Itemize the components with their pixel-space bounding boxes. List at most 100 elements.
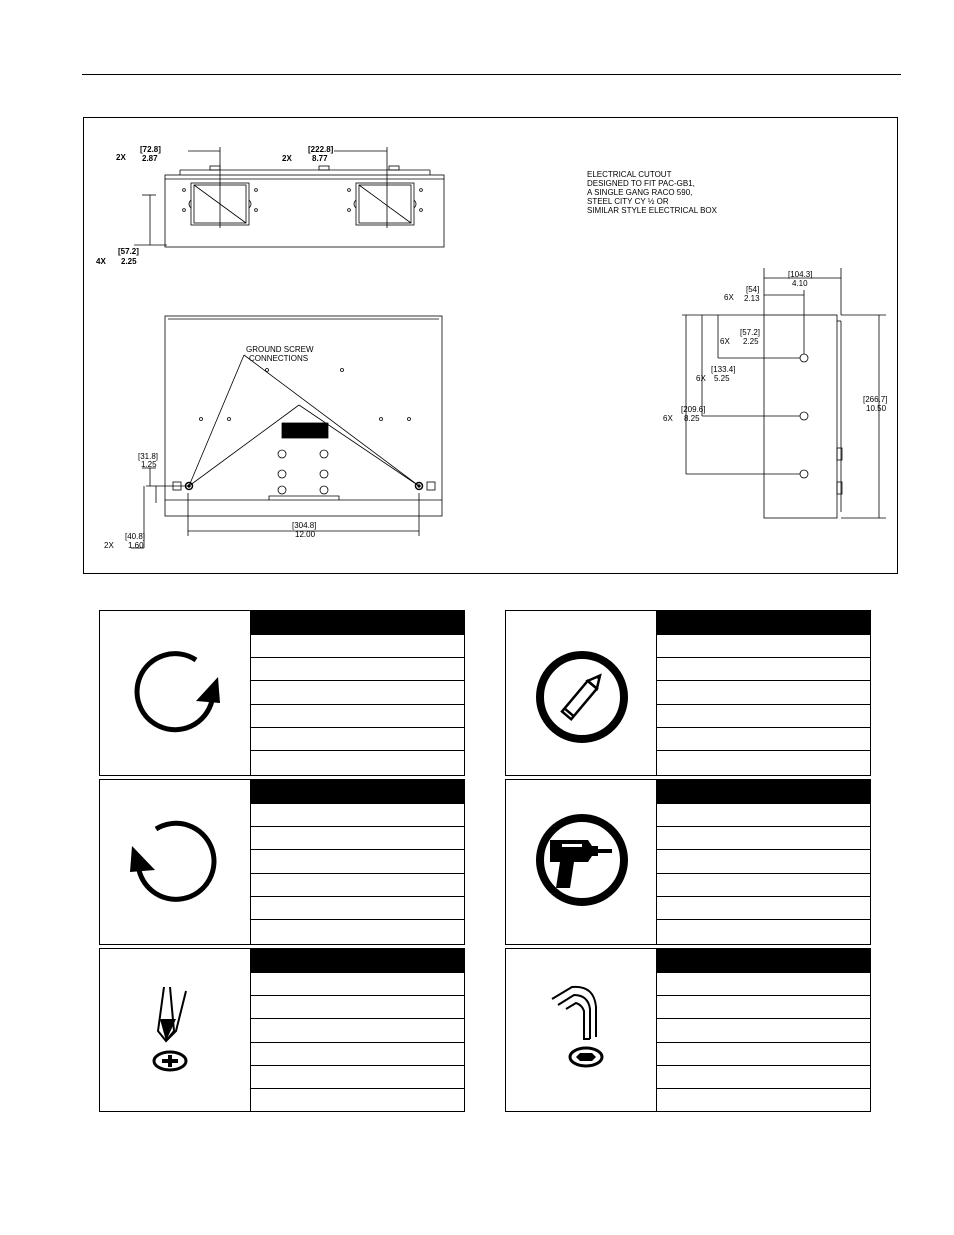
tool-table-row	[251, 826, 464, 849]
top-left-count: 2X	[116, 153, 126, 162]
note-line-2: DESIGNED TO FIT PAC-GB1,	[587, 179, 695, 188]
side-hole-in: 2.13	[744, 294, 760, 303]
tool-box-hex-key	[505, 948, 871, 1112]
dimension-drawing: ▪▪▪▪▪▪▪▪▪ 2X [72.8] 2.87 2X [222.8] 8.77…	[83, 117, 898, 574]
tool-table-header	[657, 949, 870, 972]
tool-table-row	[251, 872, 464, 896]
tool-icon-cell	[506, 611, 657, 775]
clockwise-rotation-icon	[134, 651, 220, 733]
tool-table-row	[657, 849, 870, 872]
front-side-in: 1.25	[141, 460, 157, 469]
tool-table-row	[251, 895, 464, 919]
tool-table-header	[657, 780, 870, 803]
top-left-mm: [72.8]	[140, 145, 161, 154]
tool-table-row	[251, 995, 464, 1018]
tool-table-row	[657, 872, 870, 896]
side-a-count: 6X	[720, 337, 730, 346]
side-b-mm: [133.4]	[711, 365, 735, 374]
pencil-circle-icon	[536, 651, 628, 743]
tool-table-row	[251, 634, 464, 657]
side-view-body	[763, 314, 838, 519]
tool-table-header	[251, 949, 464, 972]
tool-table	[657, 949, 870, 1111]
top-height-in: 2.25	[121, 257, 137, 266]
right-cutout	[355, 182, 415, 226]
side-height-in: 10.50	[866, 404, 887, 413]
front-bottom-count: 2X	[104, 541, 114, 550]
label-plate-text: ▪▪▪▪▪▪▪▪▪	[304, 426, 317, 431]
ground-label-2: CONNECTIONS	[249, 354, 308, 363]
tool-table	[657, 611, 870, 775]
tool-table-row	[251, 1041, 464, 1065]
tool-table-row	[251, 726, 464, 750]
tool-box-screwdriver	[99, 948, 465, 1112]
top-right-count: 2X	[282, 154, 292, 163]
top-height-mm: [57.2]	[118, 247, 139, 256]
front-side-mm: [31.8]	[138, 452, 158, 461]
front-bottom-mm: [40.8]	[125, 532, 145, 541]
side-c-count: 6X	[663, 414, 673, 423]
tool-table-row	[657, 1087, 870, 1111]
tool-table-row	[657, 826, 870, 849]
tool-table-row	[657, 1041, 870, 1065]
tool-table-row	[657, 1018, 870, 1041]
tool-box-counterclockwise	[99, 779, 465, 945]
side-b-count: 6X	[696, 374, 706, 383]
tool-icon-cell	[506, 780, 657, 944]
tool-table-row	[251, 703, 464, 727]
tool-table-row	[657, 749, 870, 773]
tool-table-row	[657, 918, 870, 942]
note-line-4: STEEL CITY CY ½ OR	[587, 197, 669, 206]
front-width-mm: [304.8]	[292, 521, 316, 530]
side-a-in: 2.25	[743, 337, 759, 346]
side-hole-count: 6X	[724, 293, 734, 302]
tool-table-row	[657, 803, 870, 826]
tool-table-row	[251, 657, 464, 680]
top-right-in: 8.77	[312, 154, 328, 163]
tool-table-row	[657, 657, 870, 680]
tool-icon-cell	[506, 949, 657, 1111]
tool-table-row	[657, 895, 870, 919]
note-line-3: A SINGLE GANG RACO 590,	[587, 188, 692, 197]
side-depth-mm: [104.3]	[788, 270, 812, 279]
tool-table-row	[251, 849, 464, 872]
top-left-in: 2.87	[142, 154, 158, 163]
tool-table-row	[657, 634, 870, 657]
tool-table-row	[251, 803, 464, 826]
tool-table-row	[251, 749, 464, 773]
dimension-drawing-svg: ▪▪▪▪▪▪▪▪▪ 2X [72.8] 2.87 2X [222.8] 8.77…	[96, 145, 887, 550]
tool-icon-cell	[100, 949, 251, 1111]
front-width-in: 12.00	[295, 530, 316, 539]
note-line-5: SIMILAR STYLE ELECTRICAL BOX	[587, 206, 718, 215]
hex-key-icon	[551, 985, 604, 1068]
ground-label-1: GROUND SCREW	[246, 345, 314, 354]
side-c-in: 8.25	[684, 414, 700, 423]
tool-table-row	[657, 995, 870, 1018]
tool-box-clockwise	[99, 610, 465, 776]
header-rule	[82, 74, 901, 75]
side-b-in: 5.25	[714, 374, 730, 383]
side-hole-mm: [54]	[746, 285, 759, 294]
drill-circle-icon	[536, 814, 628, 906]
side-a-mm: [57.2]	[740, 328, 760, 337]
top-height-count: 4X	[96, 257, 106, 266]
top-right-mm: [222.8]	[308, 145, 334, 154]
tool-box-pencil	[505, 610, 871, 776]
side-height-mm: [266.7]	[863, 395, 887, 404]
phillips-screwdriver-icon	[152, 986, 188, 1072]
tool-table-row	[657, 680, 870, 703]
tool-table-row	[657, 972, 870, 995]
tool-table-row	[657, 703, 870, 727]
tool-table-header	[251, 611, 464, 634]
label-plate	[281, 422, 329, 439]
tool-table	[251, 949, 464, 1111]
side-depth-in: 4.10	[792, 279, 808, 288]
tool-icon-cell	[100, 611, 251, 775]
tool-table-row	[251, 918, 464, 942]
tool-table-row	[251, 1064, 464, 1088]
tool-table-row	[657, 726, 870, 750]
front-bottom-in: 1.60	[128, 541, 144, 550]
tool-table-header	[657, 611, 870, 634]
top-view-body	[164, 174, 445, 248]
tool-table-header	[251, 780, 464, 803]
